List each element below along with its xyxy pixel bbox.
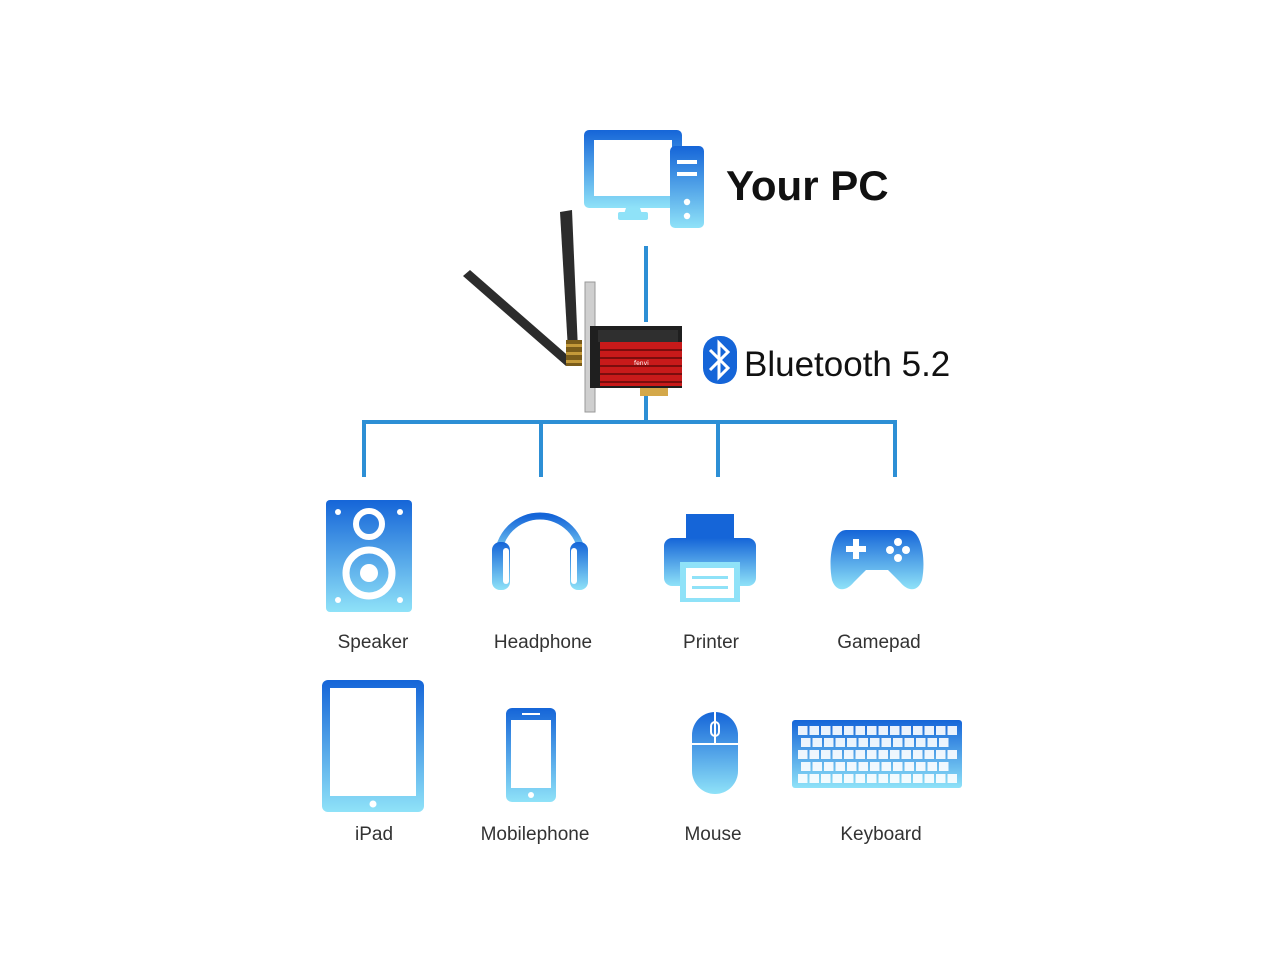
keyboard-key <box>881 738 891 747</box>
device-labels: Speaker Headphone Printer Gamepad iPad M… <box>338 632 922 845</box>
keyboard-key <box>878 750 888 759</box>
printer-icon <box>664 514 756 602</box>
keyboard-key <box>824 762 834 771</box>
keyboard-icon <box>792 720 962 788</box>
keyboard-key <box>801 762 811 771</box>
keyboard-key <box>809 774 819 783</box>
keyboard-key <box>936 774 946 783</box>
device-label-mouse: Mouse <box>684 824 741 845</box>
keyboard-key <box>904 738 914 747</box>
keyboard-key <box>916 738 926 747</box>
gamepad-icon <box>830 530 924 590</box>
adapter-brand: fenvi <box>634 360 649 367</box>
pcie-wifi-card-icon: fenvi <box>463 210 682 413</box>
keyboard-key <box>947 726 957 735</box>
keyboard-key <box>878 726 888 735</box>
keyboard-key <box>812 738 822 747</box>
tablet-icon <box>322 680 424 812</box>
keyboard-key <box>847 762 857 771</box>
keyboard-key <box>913 750 923 759</box>
keyboard-key <box>936 726 946 735</box>
keyboard-key <box>812 762 822 771</box>
device-label-printer: Printer <box>683 632 740 653</box>
keyboard-key <box>939 762 949 771</box>
keyboard-key <box>858 762 868 771</box>
keyboard-key <box>881 762 891 771</box>
keyboard-key <box>870 738 880 747</box>
keyboard-key <box>916 762 926 771</box>
desktop-pc-icon <box>584 130 704 228</box>
keyboard-key <box>901 726 911 735</box>
keyboard-key <box>867 726 877 735</box>
keyboard-key <box>878 774 888 783</box>
pc-title-text: Your PC <box>726 162 889 209</box>
keyboard-key <box>924 774 934 783</box>
keyboard-key <box>844 750 854 759</box>
keyboard-key <box>847 738 857 747</box>
pc-title: Your PC <box>726 162 889 209</box>
keyboard-key <box>939 738 949 747</box>
device-label-ipad: iPad <box>355 824 393 845</box>
keyboard-key <box>855 726 865 735</box>
device-label-keyboard: Keyboard <box>840 824 921 845</box>
headphone-icon <box>492 512 588 590</box>
keyboard-key <box>927 738 937 747</box>
keyboard-key <box>890 774 900 783</box>
keyboard-key <box>924 750 934 759</box>
keyboard-key <box>947 750 957 759</box>
keyboard-key <box>870 762 880 771</box>
keyboard-key <box>924 726 934 735</box>
bluetooth-title: Bluetooth 5.2 <box>744 345 950 384</box>
keyboard-key <box>904 762 914 771</box>
keyboard-key <box>809 726 819 735</box>
keyboard-key <box>893 762 903 771</box>
keyboard-key <box>824 738 834 747</box>
keyboard-key <box>901 750 911 759</box>
keyboard-key <box>947 774 957 783</box>
speaker-icon <box>326 500 412 612</box>
keyboard-key <box>821 750 831 759</box>
keyboard-key <box>798 750 808 759</box>
keyboard-key <box>821 726 831 735</box>
keyboard-key <box>913 726 923 735</box>
keyboard-key <box>855 750 865 759</box>
keyboard-key <box>832 750 842 759</box>
keyboard-key <box>936 750 946 759</box>
device-label-headphone: Headphone <box>494 632 592 653</box>
bluetooth-title-text: Bluetooth 5.2 <box>744 345 950 384</box>
keyboard-key <box>927 762 937 771</box>
keyboard-key <box>809 750 819 759</box>
connector-lines <box>362 246 897 477</box>
keyboard-key <box>893 738 903 747</box>
keyboard-key <box>867 750 877 759</box>
keyboard-key <box>801 738 811 747</box>
device-label-gamepad: Gamepad <box>837 632 920 653</box>
mouse-icon <box>692 712 738 794</box>
keyboard-key <box>844 726 854 735</box>
device-label-mobilephone: Mobilephone <box>481 824 590 845</box>
keyboard-key <box>835 762 845 771</box>
device-label-speaker: Speaker <box>338 632 409 653</box>
phone-icon <box>506 708 556 802</box>
keyboard-key <box>890 750 900 759</box>
keyboard-key <box>832 774 842 783</box>
keyboard-key <box>832 726 842 735</box>
keyboard-key <box>890 726 900 735</box>
bluetooth-icon <box>703 336 737 384</box>
keyboard-key <box>867 774 877 783</box>
keyboard-key <box>913 774 923 783</box>
keyboard-key <box>798 774 808 783</box>
keyboard-key <box>798 726 808 735</box>
keyboard-key <box>858 738 868 747</box>
keyboard-key <box>901 774 911 783</box>
keyboard-key <box>844 774 854 783</box>
keyboard-key <box>855 774 865 783</box>
keyboard-key <box>835 738 845 747</box>
keyboard-key <box>821 774 831 783</box>
